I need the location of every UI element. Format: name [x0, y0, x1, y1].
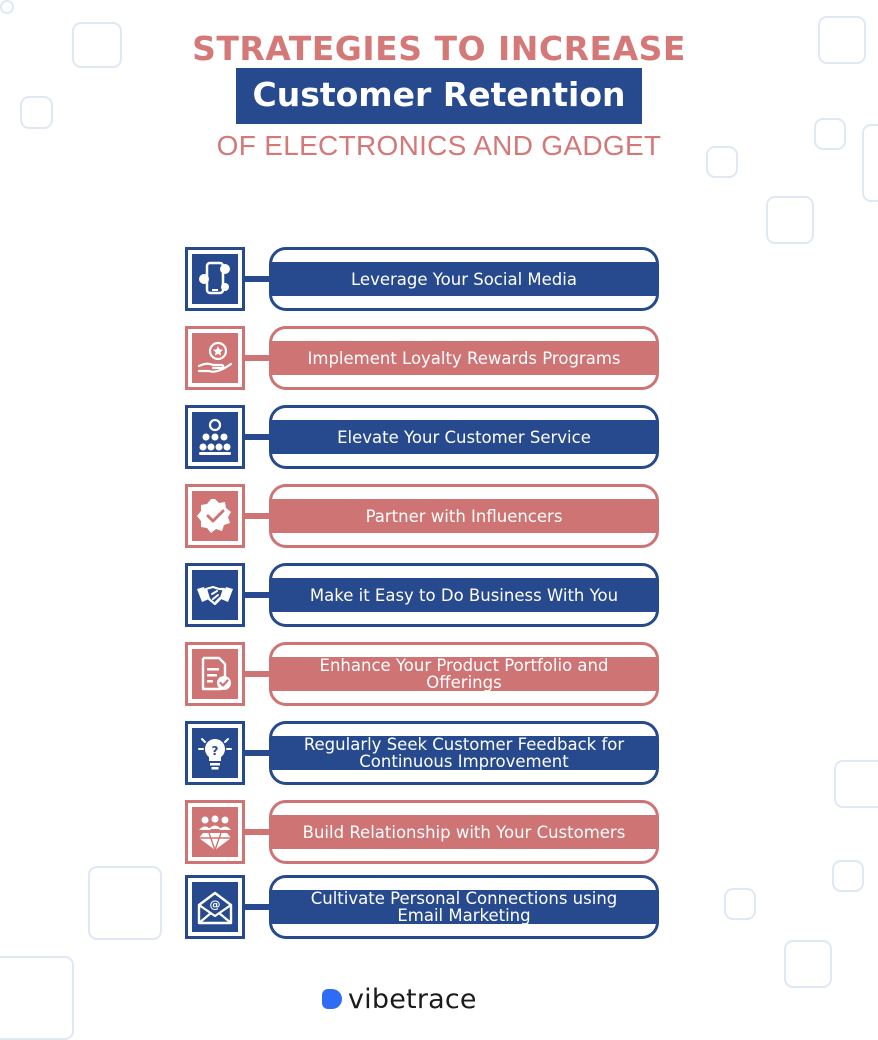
decor-square: [834, 760, 878, 808]
strategy-label: Elevate Your Customer Service: [272, 420, 656, 454]
decor-square: [88, 866, 162, 940]
strategy-item: Build Relationship with Your Customers: [185, 800, 660, 864]
strategy-label: Make it Easy to Do Business With You: [272, 578, 656, 612]
strategy-label: Build Relationship with Your Customers: [272, 815, 656, 849]
icon-frame: [185, 563, 245, 627]
strategy-item: @ Cultivate Personal Connections using E…: [185, 875, 660, 939]
strategy-label: Implement Loyalty Rewards Programs: [272, 341, 656, 375]
title-line-3: OF ELECTRONICS AND GADGET: [216, 130, 662, 161]
header: STRATEGIES TO INCREASE Customer Retentio…: [0, 30, 878, 162]
strategy-item: Implement Loyalty Rewards Programs: [185, 326, 660, 390]
decor-square: [724, 888, 756, 920]
decor-square: [814, 118, 846, 150]
icon-frame: ?: [185, 721, 245, 785]
strategy-item: Enhance Your Product Portfolio and Offer…: [185, 642, 660, 706]
icon-frame: @: [185, 875, 245, 939]
strategy-pill: Elevate Your Customer Service: [269, 405, 659, 469]
strategy-pill: Partner with Influencers: [269, 484, 659, 548]
strategy-pill: Make it Easy to Do Business With You: [269, 563, 659, 627]
group-diamond-icon: [199, 815, 231, 851]
decor-square: [818, 16, 866, 64]
strategy-pill: Implement Loyalty Rewards Programs: [269, 326, 659, 390]
strategy-pill: Leverage Your Social Media: [269, 247, 659, 311]
title-line-2: Customer Retention: [236, 68, 642, 124]
decor-square: [20, 96, 53, 129]
strategy-item: Make it Easy to Do Business With You: [185, 563, 660, 627]
strategy-item: Partner with Influencers: [185, 484, 660, 548]
social-media-icon: [199, 261, 230, 295]
loyalty-reward-icon: [197, 341, 233, 373]
svg-text:@: @: [210, 898, 221, 911]
strategy-item: Elevate Your Customer Service: [185, 405, 660, 469]
icon-frame: [185, 484, 245, 548]
decor-square: [0, 956, 74, 1040]
icon-frame: [185, 800, 245, 864]
vibetrace-logo: vibetrace: [322, 980, 477, 1018]
logo-mark-icon: [322, 989, 342, 1009]
strategy-item: ? Regularly Seek Customer Feedback for C…: [185, 721, 660, 785]
decor-square: [706, 146, 738, 178]
document-check-icon: [201, 656, 231, 691]
strategy-pill: Cultivate Personal Connections using Ema…: [269, 875, 659, 939]
strategy-label: Enhance Your Product Portfolio and Offer…: [272, 657, 656, 691]
strategy-pill: Enhance Your Product Portfolio and Offer…: [269, 642, 659, 706]
strategy-label: Cultivate Personal Connections using Ema…: [272, 890, 656, 924]
icon-frame: [185, 326, 245, 390]
icon-frame: [185, 247, 245, 311]
strategy-pill: Build Relationship with Your Customers: [269, 800, 659, 864]
decor-square: [784, 940, 832, 988]
email-icon: @: [197, 891, 233, 925]
strategy-label: Leverage Your Social Media: [272, 262, 656, 296]
handshake-icon: [197, 585, 233, 606]
decor-square: [832, 860, 864, 892]
logo-text: vibetrace: [348, 983, 477, 1015]
title-line-1: STRATEGIES TO INCREASE: [192, 29, 686, 68]
svg-text:?: ?: [212, 744, 219, 758]
strategy-pill: Regularly Seek Customer Feedback for Con…: [269, 721, 659, 785]
decor-square: [72, 22, 122, 68]
verified-badge-icon: [197, 499, 231, 533]
icon-frame: [185, 405, 245, 469]
strategy-label: Partner with Influencers: [272, 499, 656, 533]
icon-frame: [185, 642, 245, 706]
strategy-item: Leverage Your Social Media: [185, 247, 660, 311]
strategy-label: Regularly Seek Customer Feedback for Con…: [272, 736, 656, 770]
decor-square: [0, 0, 14, 14]
lightbulb-question-icon: ?: [198, 738, 232, 770]
decor-square: [766, 196, 814, 244]
customer-service-icon: [199, 418, 231, 455]
decor-square: [862, 124, 878, 202]
